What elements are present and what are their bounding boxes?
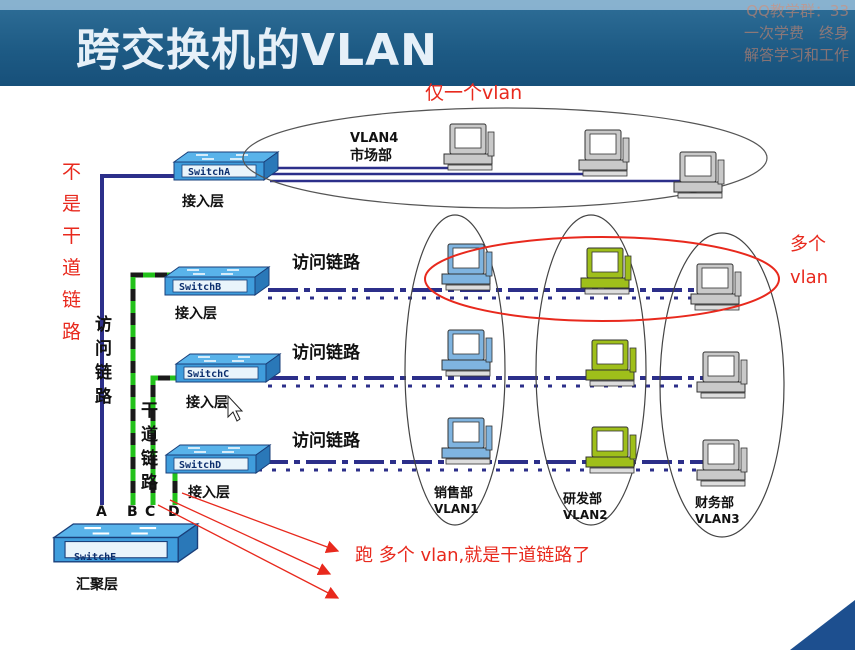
vlan4-dept: 市场部: [350, 147, 392, 164]
svg-text:不: 不: [62, 161, 81, 183]
vlan4-name: VLAN4: [350, 131, 398, 146]
svg-text:干: 干: [62, 225, 81, 247]
annotation-not-trunk: 不 是 干 道 链 路: [62, 161, 81, 343]
access-link-label-c: 访问链路: [292, 342, 361, 363]
rd-pc-1: [580, 247, 632, 295]
switch-d[interactable]: SwitchD: [165, 444, 271, 474]
svg-text:问: 问: [95, 338, 112, 359]
sales-vlan: VLAN1: [434, 502, 479, 516]
svg-text:干: 干: [141, 401, 158, 421]
vlan4-pc-2: [578, 129, 630, 177]
switchc-links: [268, 376, 705, 388]
watermark-line: 一次学费 终身: [743, 24, 849, 42]
svg-text:链: 链: [141, 448, 159, 469]
finance-pc-1: [690, 263, 742, 311]
sales-ellipse: [404, 214, 506, 526]
logo-corner: [790, 600, 855, 650]
access-link-label-b: 访问链路: [292, 252, 361, 273]
access-layer-label-d: 接入层: [188, 484, 230, 501]
cursor-icon: [227, 394, 244, 422]
slide-header: 跨交换机的VLAN QQ教学群：33 一次学费 终身 解答学习和工作: [0, 0, 855, 86]
annotation-only-one-vlan: 仅一个vlan: [425, 82, 522, 104]
switch-d-label: SwitchD: [179, 459, 221, 471]
vlan4-ellipse: [242, 107, 768, 209]
port-letter-c: C: [145, 504, 155, 520]
annotation-multi-vlan-2: vlan: [790, 267, 828, 288]
finance-vlan: VLAN3: [695, 512, 740, 526]
trunk-link-b: [130, 272, 178, 505]
aggregation-layer-label: 汇聚层: [76, 577, 118, 593]
rd-ellipse: [535, 214, 647, 526]
svg-text:路: 路: [95, 386, 113, 407]
svg-text:道: 道: [62, 257, 81, 279]
switchb-links: [268, 288, 700, 300]
switch-b-label: SwitchB: [179, 281, 221, 293]
svg-text:访: 访: [95, 314, 112, 335]
svg-text:是: 是: [62, 193, 81, 215]
annotation-trunk-note: 跑 多个 vlan,就是干道链路了: [355, 545, 590, 566]
vlan4-links: [270, 166, 690, 183]
switch-a[interactable]: SwitchA: [173, 151, 279, 181]
access-layer-label-a: 接入层: [182, 193, 224, 210]
switch-c-label: SwitchC: [187, 368, 229, 380]
sales-pc-3: [441, 417, 493, 465]
access-link-label-d: 访问链路: [292, 430, 361, 451]
trunk-link-vertical-label: 干 道 链 路: [141, 401, 159, 493]
switch-c[interactable]: SwitchC: [175, 353, 281, 383]
finance-ellipse: [659, 232, 785, 538]
rd-dept: 研发部: [563, 491, 602, 507]
slide-title: 跨交换机的VLAN: [76, 25, 438, 76]
trunk-link-c: [150, 375, 180, 505]
switch-a-label: SwitchA: [188, 166, 230, 178]
finance-pc-2: [696, 351, 748, 399]
port-letter-d: D: [168, 504, 180, 520]
vlan4-pc-1: [443, 123, 495, 171]
sales-dept: 销售部: [434, 485, 473, 501]
port-letter-b: B: [127, 504, 138, 520]
rd-pc-3: [585, 426, 637, 474]
switch-b[interactable]: SwitchB: [164, 266, 270, 296]
svg-text:链: 链: [62, 289, 81, 311]
watermark-line: QQ教学群：33: [746, 2, 849, 20]
sales-pc-2: [441, 329, 493, 377]
finance-pc-3: [696, 439, 748, 487]
watermark-line: 解答学习和工作: [743, 46, 849, 64]
finance-dept: 财务部: [695, 495, 734, 511]
svg-text:链: 链: [95, 362, 113, 383]
rd-pc-2: [585, 339, 637, 387]
access-layer-label-b: 接入层: [175, 305, 217, 322]
access-link-vertical-label: 访 问 链 路: [95, 314, 113, 407]
port-letter-a: A: [96, 504, 107, 520]
annotation-red-ellipse: [424, 236, 780, 322]
watermark: QQ教学群：33 一次学费 终身 解答学习和工作: [699, 0, 849, 80]
rd-vlan: VLAN2: [563, 508, 608, 522]
svg-text:路: 路: [62, 321, 81, 343]
switch-e-label: SwitchE: [74, 551, 116, 563]
header-stripe: [0, 0, 855, 10]
vlan4-pc-3: [673, 151, 725, 199]
annotation-multi-vlan-1: 多个: [790, 234, 826, 255]
access-link-a: [100, 174, 180, 505]
svg-text:路: 路: [141, 472, 159, 493]
annotation-arrows: [157, 492, 340, 599]
access-layer-label-c: 接入层: [186, 394, 228, 411]
svg-text:道: 道: [141, 424, 158, 445]
